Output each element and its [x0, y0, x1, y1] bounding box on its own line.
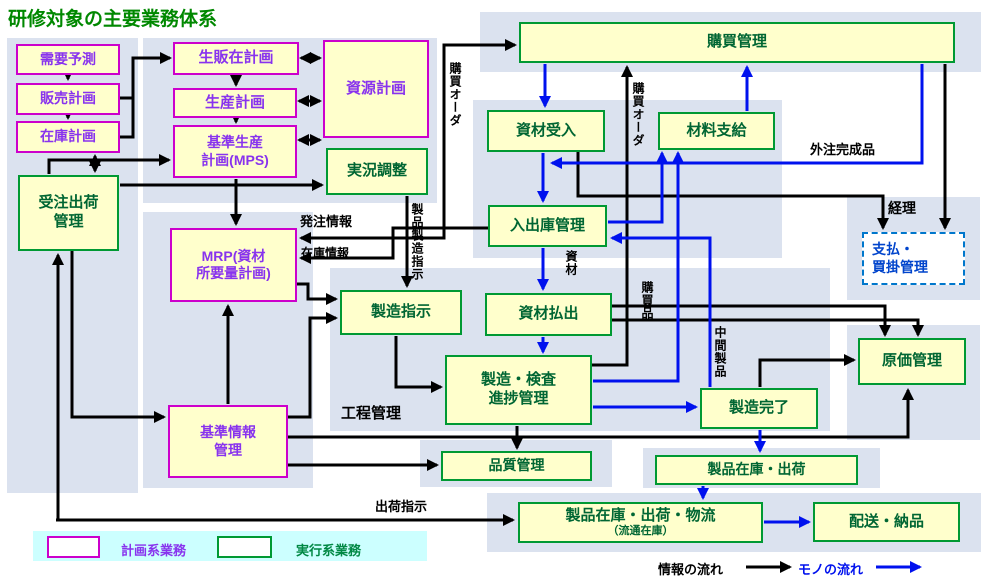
box-warehouse-mgmt: 入出庫管理: [488, 205, 607, 247]
box-demand-forecast: 需要予測: [16, 44, 120, 75]
box-mps: 基準生産 計画(MPS): [173, 125, 297, 178]
legend-material-flow-label: モノの流れ: [798, 562, 864, 577]
label-shipping-instruction: 出荷指示: [375, 499, 428, 514]
box-mrp: MRP(資材 所要量計画): [170, 228, 297, 302]
label-purchase-order-right: 購買オーダ: [631, 82, 645, 147]
material-flow-arrows: [537, 64, 924, 573]
box-material-receipt: 資材受入: [487, 110, 605, 152]
box-resource-plan: 資源計画: [323, 40, 429, 138]
label-accounting: 経理: [888, 200, 916, 216]
box-material-supply: 材料支給: [658, 112, 775, 150]
label-stock-info: 在庫情報: [301, 246, 350, 260]
box-mfg-complete: 製造完了: [700, 388, 818, 429]
legend-execution-swatch: [217, 536, 272, 558]
box-mfg-inspection-progress: 製造・検査 進捗管理: [445, 355, 592, 425]
label-material: 資材: [564, 250, 578, 276]
box-sales-plan: 販売計画: [16, 83, 120, 115]
label-outsourced-finished: 外注完成品: [810, 142, 876, 157]
box-psi-plan: 生販在計画: [173, 42, 299, 75]
box-order-shipping-mgmt: 受注出荷 管理: [18, 175, 119, 251]
box-inventory-plan: 在庫計画: [16, 121, 120, 153]
box-live-adjustment: 実況調整: [326, 148, 428, 195]
label-intermediate-product: 中間製品: [713, 326, 727, 378]
box-purchasing-mgmt: 購買管理: [519, 22, 955, 63]
legend-planning-label: 計画系業務: [121, 543, 187, 558]
box-material-issue: 資材払出: [485, 293, 612, 336]
box-payment-payable-mgmt: 支払・ 買掛管理: [862, 232, 965, 285]
box-master-info-mgmt: 基準情報 管理: [168, 405, 288, 478]
box-cost-mgmt: 原価管理: [858, 338, 966, 385]
information-flow-arrows: [47, 39, 951, 573]
label-purchased-goods: 購買品: [640, 281, 654, 320]
legend-planning-swatch: [47, 536, 100, 558]
box-quality-mgmt: 品質管理: [441, 451, 592, 481]
label-product-mfg-instruction: 製品製造指示: [410, 203, 424, 281]
box-mfg-instruction: 製造指示: [340, 290, 462, 335]
page-title: 研修対象の主要業務体系: [8, 9, 218, 30]
label-process-mgmt: 工程管理: [341, 405, 402, 422]
legend-execution-label: 実行系業務: [296, 543, 362, 558]
box-product-stock-ship: 製品在庫・出荷: [655, 455, 858, 485]
box-product-logistics: 製品在庫・出荷・物流 （流通在庫）: [518, 502, 763, 543]
box-product-logistics-label: 製品在庫・出荷・物流: [565, 507, 716, 525]
legend-info-flow-label: 情報の流れ: [658, 562, 724, 577]
box-delivery: 配送・納品: [813, 502, 960, 542]
box-product-logistics-sublabel: （流通在庫）: [607, 524, 674, 537]
label-purchase-order-left: 購買オーダ: [448, 62, 462, 127]
label-order-info: 発注情報: [300, 214, 353, 229]
box-production-plan: 生産計画: [173, 88, 297, 118]
